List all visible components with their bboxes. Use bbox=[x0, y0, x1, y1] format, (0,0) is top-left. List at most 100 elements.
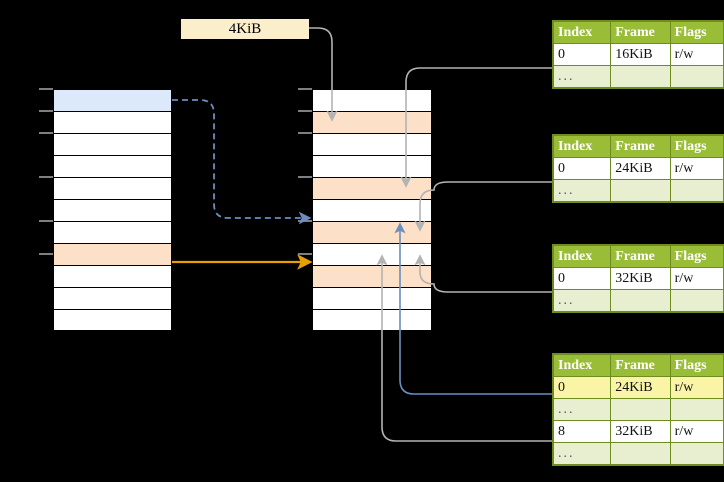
virtual-page-row-2 bbox=[53, 133, 172, 155]
virtual-page-row-10 bbox=[53, 309, 172, 331]
tick-mark bbox=[298, 132, 312, 134]
wire-virtual-to-physical-dashed bbox=[172, 99, 312, 225]
tick-mark bbox=[39, 253, 53, 255]
cell-frame bbox=[610, 289, 671, 312]
column-header-flags: Flags bbox=[669, 354, 724, 377]
cell-frame: 16KiB bbox=[610, 43, 671, 66]
cell-frame bbox=[610, 65, 671, 88]
tick-mark bbox=[298, 220, 312, 222]
virtual-page-row-8 bbox=[53, 265, 172, 287]
cell-frame bbox=[610, 398, 671, 421]
cell-index: 0 bbox=[552, 157, 612, 180]
column-header-index: Index bbox=[552, 135, 612, 158]
cell-flags: r/w bbox=[669, 267, 724, 290]
cell-flags: r/w bbox=[669, 376, 724, 399]
physical-frame-row-9 bbox=[312, 287, 432, 309]
cell-flags: r/w bbox=[669, 157, 724, 180]
cell-index: ... bbox=[552, 179, 612, 202]
virtual-page-row-4 bbox=[53, 177, 172, 199]
physical-frame-row-1 bbox=[312, 111, 432, 133]
wire-table3-to-memory bbox=[414, 254, 553, 293]
column-header-flags: Flags bbox=[669, 135, 724, 158]
cell-flags bbox=[669, 179, 724, 202]
tick-mark bbox=[298, 253, 312, 255]
virtual-page-row-7 bbox=[53, 243, 172, 265]
tick-mark bbox=[39, 220, 53, 222]
tick-mark bbox=[39, 110, 53, 112]
cell-frame: 24KiB bbox=[610, 376, 671, 399]
cell-flags bbox=[669, 398, 724, 421]
tick-mark bbox=[39, 132, 53, 134]
physical-frame-row-7 bbox=[312, 243, 432, 265]
cell-frame bbox=[610, 179, 671, 202]
table-row: ... bbox=[552, 442, 724, 465]
cell-index: 8 bbox=[552, 420, 612, 443]
column-header-index: Index bbox=[552, 21, 612, 44]
cell-index: 0 bbox=[552, 267, 612, 290]
physical-frame-row-0 bbox=[312, 89, 432, 111]
column-header-flags: Flags bbox=[669, 21, 724, 44]
physical-frame-row-4 bbox=[312, 177, 432, 199]
column-header-frame: Frame bbox=[610, 354, 671, 377]
cell-flags bbox=[669, 289, 724, 312]
physical-frame-row-3 bbox=[312, 155, 432, 177]
cell-index: 0 bbox=[552, 43, 612, 66]
physical-frame-row-6 bbox=[312, 221, 432, 243]
physical-frame-row-2 bbox=[312, 133, 432, 155]
wire-table2-to-memory bbox=[414, 181, 553, 232]
table-row: ... bbox=[552, 65, 724, 88]
virtual-page-row-6 bbox=[53, 221, 172, 243]
column-header-index: Index bbox=[552, 245, 612, 268]
tick-mark bbox=[298, 110, 312, 112]
cell-frame: 32KiB bbox=[610, 420, 671, 443]
tick-mark bbox=[39, 176, 53, 178]
cell-flags bbox=[669, 442, 724, 465]
physical-frame-row-8 bbox=[312, 265, 432, 287]
cell-index: ... bbox=[552, 65, 612, 88]
cell-index: ... bbox=[552, 398, 612, 421]
cell-index: ... bbox=[552, 442, 612, 465]
cell-flags: r/w bbox=[669, 43, 724, 66]
column-header-index: Index bbox=[552, 354, 612, 377]
page-size-label: 4KiB bbox=[181, 19, 309, 39]
column-header-frame: Frame bbox=[610, 135, 671, 158]
physical-memory-column bbox=[312, 89, 432, 331]
tick-mark bbox=[298, 176, 312, 178]
virtual-address-space-column bbox=[53, 89, 172, 331]
cell-flags: r/w bbox=[669, 420, 724, 443]
cell-frame bbox=[610, 442, 671, 465]
table-row: ... bbox=[552, 398, 724, 421]
cell-frame: 32KiB bbox=[610, 267, 671, 290]
cell-index: ... bbox=[552, 289, 612, 312]
virtual-page-row-5 bbox=[53, 199, 172, 221]
virtual-page-row-0 bbox=[53, 89, 172, 111]
virtual-page-row-1 bbox=[53, 111, 172, 133]
column-header-frame: Frame bbox=[610, 245, 671, 268]
cell-flags bbox=[669, 65, 724, 88]
physical-frame-row-10 bbox=[312, 309, 432, 331]
table-row: ... bbox=[552, 179, 724, 202]
table-row: ... bbox=[552, 289, 724, 312]
physical-frame-row-5 bbox=[312, 199, 432, 221]
virtual-page-row-9 bbox=[53, 287, 172, 309]
virtual-page-row-3 bbox=[53, 155, 172, 177]
tick-mark bbox=[39, 88, 53, 90]
cell-index: 0 bbox=[552, 376, 612, 399]
column-header-flags: Flags bbox=[669, 245, 724, 268]
column-header-frame: Frame bbox=[610, 21, 671, 44]
cell-frame: 24KiB bbox=[610, 157, 671, 180]
